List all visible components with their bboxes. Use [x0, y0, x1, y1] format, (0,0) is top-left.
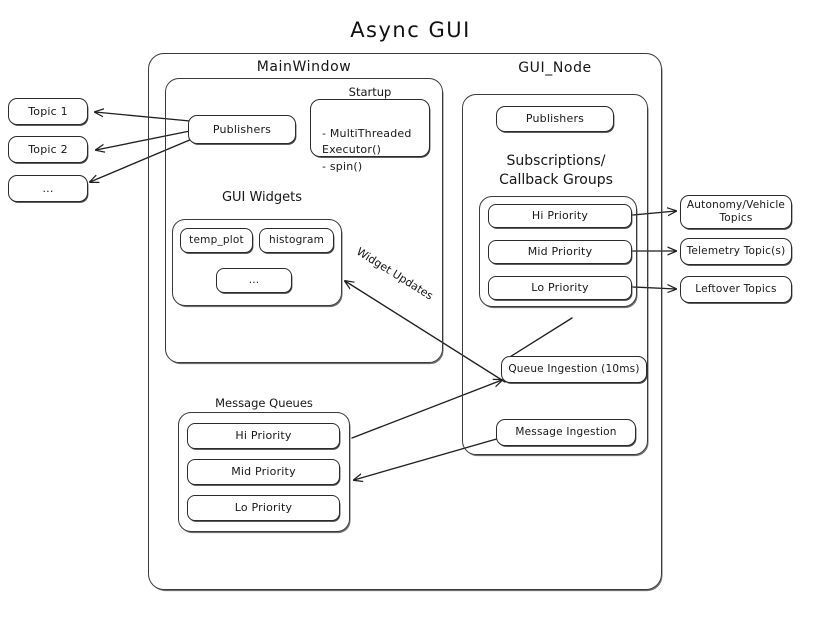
callback-lo-priority[interactable]: Lo Priority — [488, 276, 632, 300]
gui-node-group — [462, 94, 648, 455]
leftover-topics-box[interactable]: Leftover Topics — [680, 276, 792, 303]
gui-widgets-title: GUI Widgets — [221, 190, 303, 205]
queue-hi-priority[interactable]: Hi Priority — [187, 423, 340, 449]
message-ingestion-label: Message Ingestion — [515, 425, 617, 438]
autonomy-vehicle-topics-label: Autonomy/Vehicle Topics — [686, 198, 786, 224]
async-gui-container — [148, 53, 662, 590]
message-queues-title: Message Queues — [215, 396, 313, 410]
gui-node-publishers[interactable]: Publishers — [496, 106, 614, 132]
startup-box: - MultiThreaded Executor() - spin() — [310, 99, 430, 173]
page-title: Async GUI — [350, 18, 471, 42]
queue-ingestion-box[interactable]: Queue Ingestion (10ms) — [501, 356, 647, 383]
message-ingestion-box[interactable]: Message Ingestion — [496, 419, 636, 446]
startup-title: Startup — [348, 85, 392, 99]
leftover-topics-label: Leftover Topics — [695, 282, 777, 295]
queue-lo-priority-label: Lo Priority — [234, 501, 293, 515]
queue-mid-priority-label: Mid Priority — [231, 465, 296, 479]
callback-lo-priority-label: Lo Priority — [531, 281, 589, 295]
autonomy-vehicle-topics-box[interactable]: Autonomy/Vehicle Topics — [680, 195, 792, 229]
topic-box-1-label: Topic 1 — [28, 104, 68, 118]
queue-ingestion-label: Queue Ingestion (10ms) — [508, 362, 640, 375]
queue-mid-priority[interactable]: Mid Priority — [187, 459, 340, 485]
topic-box-2-label: Topic 2 — [28, 142, 68, 156]
topic-box-2[interactable]: Topic 2 — [8, 136, 88, 163]
callback-mid-priority[interactable]: Mid Priority — [488, 240, 632, 264]
queue-lo-priority[interactable]: Lo Priority — [187, 495, 340, 521]
topic-box-more[interactable]: ... — [8, 175, 88, 202]
callback-mid-priority-label: Mid Priority — [527, 245, 593, 259]
telemetry-topics-label: Telemetry Topic(s) — [686, 244, 786, 257]
topic-box-1[interactable]: Topic 1 — [8, 98, 88, 125]
gui-widgets-group — [172, 219, 342, 306]
mainwindow-group — [165, 78, 443, 363]
widget-more-label: ... — [248, 273, 260, 286]
widget-histogram[interactable]: histogram — [259, 228, 334, 253]
subscriptions-heading: Subscriptions/ Callback Groups — [499, 153, 613, 188]
message-queues-group — [178, 412, 350, 532]
widget-temp-plot[interactable]: temp_plot — [180, 228, 253, 253]
mainwindow-title: MainWindow — [256, 59, 352, 75]
widget-histogram-label: histogram — [268, 233, 325, 246]
startup-body: - MultiThreaded Executor() - spin() — [322, 126, 412, 173]
callback-hi-priority-label: Hi Priority — [531, 209, 589, 223]
queue-hi-priority-label: Hi Priority — [235, 429, 292, 443]
callback-groups-group — [479, 196, 637, 307]
widget-temp-plot-label: temp_plot — [189, 233, 244, 246]
gui-node-publishers-label: Publishers — [525, 112, 585, 126]
topic-box-more-label: ... — [42, 181, 54, 195]
widget-more[interactable]: ... — [216, 268, 292, 293]
mainwindow-publishers[interactable]: Publishers — [188, 115, 296, 144]
telemetry-topics-box[interactable]: Telemetry Topic(s) — [680, 238, 792, 265]
mainwindow-publishers-label: Publishers — [212, 122, 272, 136]
gui-node-title: GUI_Node — [518, 60, 592, 76]
callback-hi-priority[interactable]: Hi Priority — [488, 204, 632, 228]
